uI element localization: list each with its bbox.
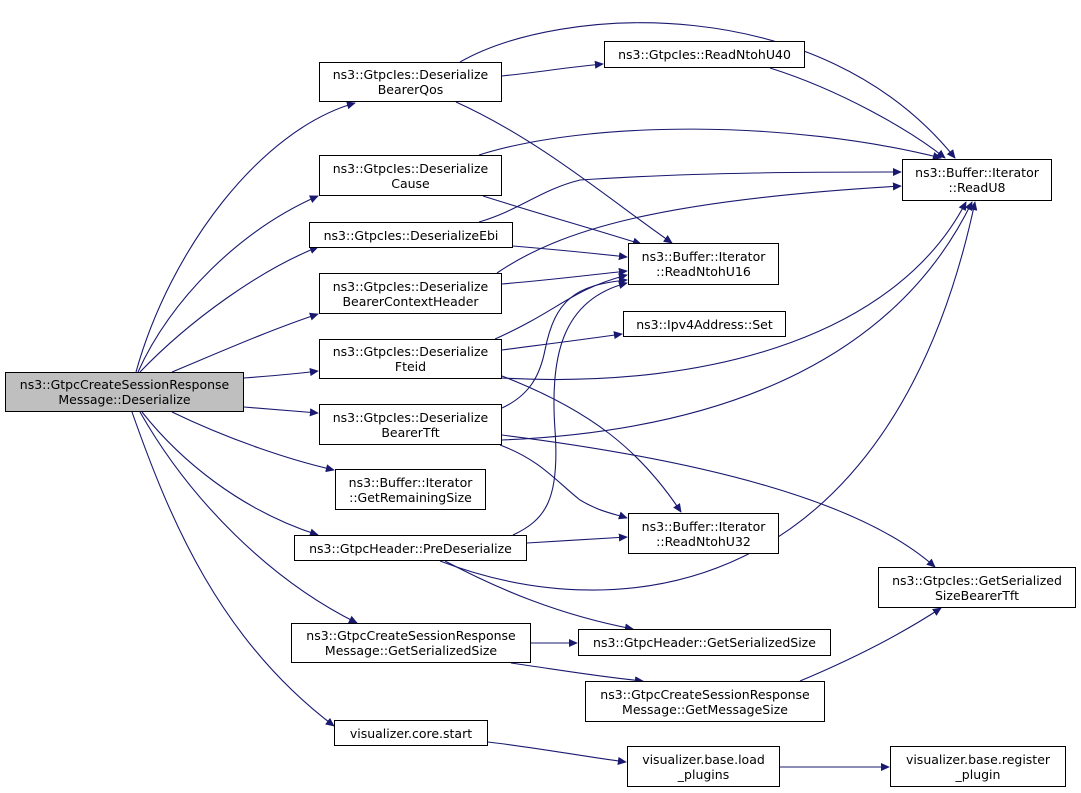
node-get-remaining-size[interactable]: ns3::Buffer::Iterator ::GetRemainingSize	[335, 469, 486, 510]
node-get-message-size[interactable]: ns3::GtpcCreateSessionResponse Message::…	[585, 681, 825, 722]
edge-get-serialized-size-to-message-size	[510, 662, 644, 685]
edge-context-header-to-read-u8	[496, 182, 902, 274]
edge-read-ntoh-u40-to-read-u8	[769, 67, 946, 159]
node-label-line: _plugin	[955, 766, 1001, 782]
edge-bearer-qos-to-read-ntoh-u16	[455, 101, 673, 244]
node-visualizer-load-plugins[interactable]: visualizer.base.load _plugins	[627, 746, 780, 787]
node-header-get-serialized-size[interactable]: ns3::GtpcHeader::GetSerializedSize	[578, 629, 831, 656]
node-label-line: ns3::GtpcIes::Deserialize	[332, 278, 489, 294]
node-label-line: ::ReadNtohU32	[656, 533, 751, 549]
node-label-line: ns3::GtpcIes::Deserialize	[332, 67, 489, 82]
node-label-line: SizeBearerTft	[935, 587, 1019, 603]
node-label-line: ns3::GtpcIes::GetSerialized	[892, 572, 1062, 588]
node-label-line: visualizer.core.start	[349, 725, 473, 741]
node-label-line: Message::GetMessageSize	[622, 701, 788, 717]
edge-bearer-qos-to-read-u8	[459, 22, 956, 159]
edge-pre-deserialize-to-header-get-size	[444, 560, 634, 632]
node-label-line: BearerTft	[381, 424, 440, 440]
edge-root-to-deserialize-ebi	[139, 246, 319, 373]
node-label-line: ns3::GtpcCreateSessionResponse	[600, 686, 810, 702]
node-label-line: ns3::GtpcIes::Deserialize	[332, 409, 489, 425]
node-label-line: visualizer.base.register	[905, 751, 1051, 767]
node-deserialize-bearer-qos[interactable]: ns3::GtpcIes::Deserialize BearerQos	[319, 62, 502, 102]
edge-bearer-tft-to-read-ntoh-u16	[501, 276, 628, 409]
node-label-line: Cause	[391, 175, 430, 191]
node-label-line: ns3::GtpcCreateSessionResponse	[306, 628, 516, 643]
edge-core-start-to-load-plugins	[487, 741, 627, 765]
edge-root-to-deserialize-cause	[137, 195, 319, 373]
edge-bearer-qos-to-read-ntoh-u40	[501, 60, 604, 77]
edge-message-size-to-serialized-size-tft	[799, 607, 942, 682]
node-label-line: ns3::Buffer::Iterator	[641, 249, 766, 264]
node-deserialize-ebi[interactable]: ns3::GtpcIes::DeserializeEbi	[309, 222, 513, 248]
node-read-ntoh-u16[interactable]: ns3::Buffer::Iterator ::ReadNtohU16	[628, 243, 779, 285]
edge-root-to-deserialize-bearer-qos	[135, 101, 356, 373]
node-visualizer-core-start[interactable]: visualizer.core.start	[334, 720, 488, 746]
node-get-serialized-size[interactable]: ns3::GtpcCreateSessionResponse Message::…	[291, 623, 531, 663]
node-label-line: ns3::GtpcIes::Deserialize	[332, 344, 489, 359]
node-label-line: ns3::Buffer::Iterator	[915, 165, 1039, 180]
node-label-line: ns3::GtpcIes::ReadNtohU40	[618, 47, 791, 62]
edge-pre-deserialize-to-read-ntoh-u16	[512, 281, 628, 536]
node-visualizer-register-plugin[interactable]: visualizer.base.register _plugin	[890, 746, 1066, 787]
node-deserialize-fteid[interactable]: ns3::GtpcIes::Deserialize Fteid	[319, 339, 502, 379]
edge-bearer-tft-to-read-ntoh-u32	[499, 444, 628, 520]
node-label-line: ns3::GtpcIes::Deserialize	[332, 160, 489, 176]
edge-pre-deserialize-to-read-u8	[439, 201, 978, 591]
edge-cause-to-read-u8	[478, 128, 942, 160]
node-label-line: ns3::Ipv4Address::Set	[636, 316, 773, 332]
edge-bearer-tft-to-read-u8	[501, 201, 973, 441]
node-label-line: ns3::GtpcCreateSessionResponse	[19, 377, 230, 392]
edge-pre-deserialize-to-read-ntoh-u32	[526, 533, 628, 544]
node-label-line: ns3::Buffer::Iterator	[641, 518, 766, 534]
node-label-line: visualizer.base.load	[642, 751, 765, 767]
edge-root-to-deserialize-fteid	[243, 368, 319, 379]
node-label-line: Message::Deserialize	[58, 392, 191, 407]
edge-root-to-get-serialized-size	[139, 411, 358, 624]
node-label-line: ::ReadNtohU16	[656, 264, 751, 279]
edge-fteid-to-read-ntoh-u16	[494, 273, 628, 340]
edge-root-to-pre-deserialize	[141, 411, 319, 537]
node-label-line: Message::GetSerializedSize	[324, 643, 498, 658]
node-label-line: ns3::GtpcHeader::PreDeserialize	[309, 540, 512, 556]
node-label-line: ns3::GtpcHeader::GetSerializedSize	[593, 635, 816, 650]
node-get-serialized-size-bearer-tft[interactable]: ns3::GtpcIes::GetSerialized SizeBearerTf…	[878, 567, 1076, 608]
node-deserialize-bearer-tft[interactable]: ns3::GtpcIes::Deserialize BearerTft	[319, 404, 502, 445]
edge-bearer-tft-to-get-serialized-size-tft	[501, 434, 936, 568]
node-deserialize-bearer-context-header[interactable]: ns3::GtpcIes::Deserialize BearerContextH…	[319, 273, 502, 314]
node-deserialize-cause[interactable]: ns3::GtpcIes::Deserialize Cause	[319, 155, 502, 196]
node-root-deserialize: ns3::GtpcCreateSessionResponse Message::…	[5, 372, 244, 412]
node-label-line: BearerQos	[377, 82, 444, 97]
node-label-line: BearerContextHeader	[342, 293, 479, 309]
node-label-line: Fteid	[394, 359, 427, 374]
edge-context-header-to-read-ntoh-u16	[501, 267, 628, 285]
edge-ebi-to-read-u8	[478, 167, 902, 223]
node-gtpc-header-pre-deserialize[interactable]: ns3::GtpcHeader::PreDeserialize	[294, 535, 527, 561]
node-ipv4-address-set[interactable]: ns3::Ipv4Address::Set	[623, 311, 786, 337]
node-label-line: ::ReadU8	[948, 180, 1006, 195]
edge-ebi-to-read-ntoh-u16	[512, 245, 628, 261]
edge-root-to-deserialize-bearer-tft	[243, 406, 319, 417]
node-label-line: _plugins	[677, 766, 730, 782]
node-label-line: ns3::Buffer::Iterator	[348, 474, 473, 490]
edge-cause-to-read-ntoh-u16	[482, 195, 642, 246]
node-read-ntoh-u40[interactable]: ns3::GtpcIes::ReadNtohU40	[604, 41, 805, 68]
node-read-u8[interactable]: ns3::Buffer::Iterator ::ReadU8	[902, 159, 1052, 201]
edge-root-to-deserialize-bearer-context	[171, 312, 319, 373]
node-read-ntoh-u32[interactable]: ns3::Buffer::Iterator ::ReadNtohU32	[628, 513, 779, 554]
edge-root-to-get-remaining-size	[171, 411, 335, 473]
edge-root-to-visualizer-core-start	[131, 411, 335, 727]
node-label-line: ns3::GtpcIes::DeserializeEbi	[323, 227, 499, 243]
edge-fteid-to-read-u8	[501, 201, 967, 381]
edge-fteid-to-read-ntoh-u32	[501, 375, 682, 513]
edge-fteid-to-ipv4-set	[501, 331, 623, 351]
node-label-line: ::GetRemainingSize	[349, 489, 472, 505]
